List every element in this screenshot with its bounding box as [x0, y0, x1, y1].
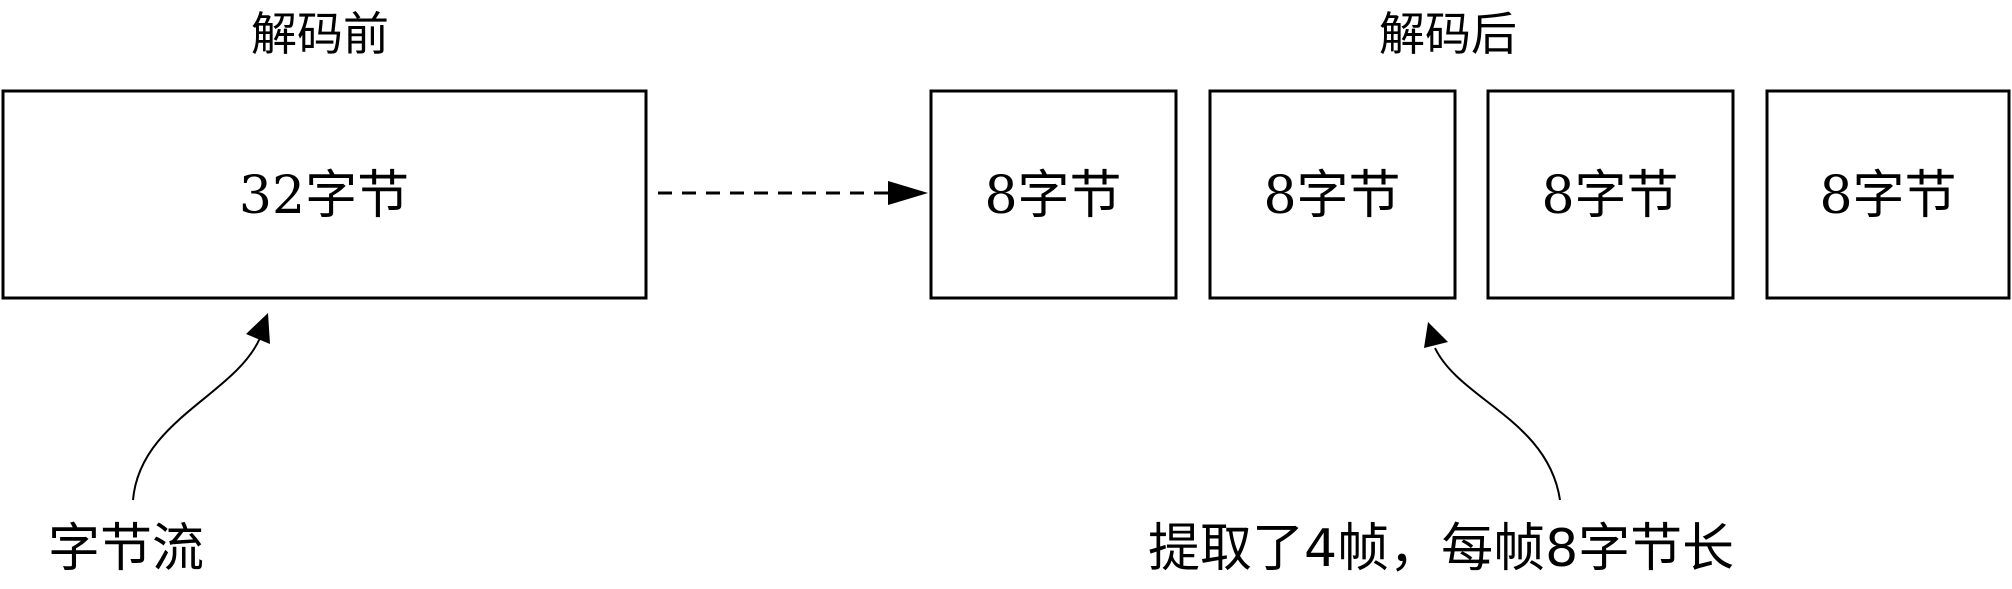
- frames-pointer-head: [1424, 322, 1448, 348]
- input-block-label: 32字节: [239, 166, 409, 226]
- frame-box-4: [1765, 89, 2011, 300]
- frame-box-3: [1486, 89, 1735, 300]
- byte-stream-note: 字节流: [48, 519, 204, 579]
- frame-label-4: 8字节: [1819, 166, 1956, 226]
- byte-stream-pointer-head: [246, 313, 270, 344]
- after-title: 解码后: [1379, 7, 1517, 61]
- frame-label-1: 8字节: [984, 166, 1121, 226]
- input-block: [1, 89, 648, 300]
- frames-pointer-line: [1434, 347, 1561, 501]
- frame-box-2: [1208, 89, 1457, 300]
- before-title: 解码前: [251, 7, 389, 61]
- frame-box-1: [929, 89, 1178, 300]
- frame-label-3: 8字节: [1541, 166, 1678, 226]
- decode-arrow-head: [888, 181, 928, 205]
- frames-extracted-note: 提取了4帧，每帧8字节长: [1148, 519, 1734, 579]
- byte-stream-pointer-line: [132, 337, 261, 501]
- frame-label-2: 8字节: [1263, 166, 1400, 226]
